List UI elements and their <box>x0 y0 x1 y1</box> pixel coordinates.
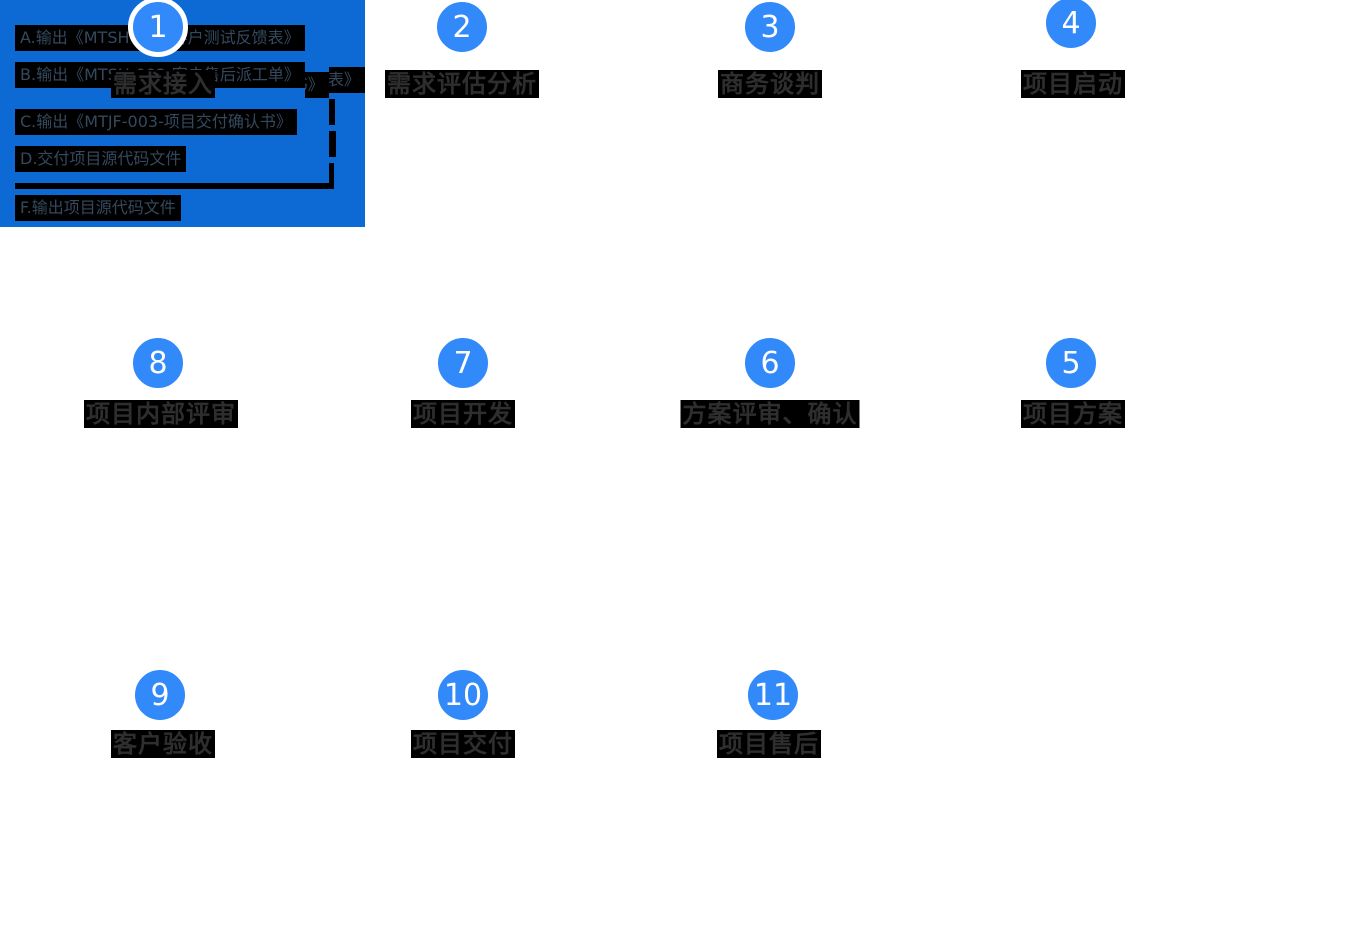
list-item: F.输出项目源代码文件 <box>15 195 365 221</box>
step-10-badge: 10 <box>433 665 493 725</box>
step-9-badge: 9 <box>130 665 190 725</box>
step-11-badge: 11 <box>743 665 803 725</box>
stage-11-title: 项目售后 <box>717 730 821 758</box>
stage-5-title: 项目方案 <box>1021 400 1125 428</box>
step-8-badge: 8 <box>128 333 188 393</box>
stage-4-title: 项目启动 <box>1021 70 1125 98</box>
step-1-badge: 1 <box>128 0 188 57</box>
stage-9-title: 客户验收 <box>111 730 215 758</box>
stage-8-title: 项目内部评审 <box>84 400 238 428</box>
step-2-badge: 2 <box>432 0 492 57</box>
list-item: D.交付项目源代码文件 <box>15 146 329 172</box>
step-4-badge: 4 <box>1041 0 1101 53</box>
stage-2-title: 需求评估分析 <box>385 70 539 98</box>
step-6-badge: 6 <box>740 333 800 393</box>
step-3-badge: 3 <box>740 0 800 57</box>
list-item: C.输出《MTJF-003-项目交付确认书》 <box>15 109 329 135</box>
stage-3-title: 商务谈判 <box>718 70 822 98</box>
step-7-badge: 7 <box>433 333 493 393</box>
stage-10-title: 项目交付 <box>411 730 515 758</box>
stage-1-title: 需求接入 <box>111 70 215 98</box>
stage-7-title: 项目开发 <box>411 400 515 428</box>
step-5-badge: 5 <box>1041 333 1101 393</box>
stage-6-title: 方案评审、确认 <box>680 400 860 428</box>
